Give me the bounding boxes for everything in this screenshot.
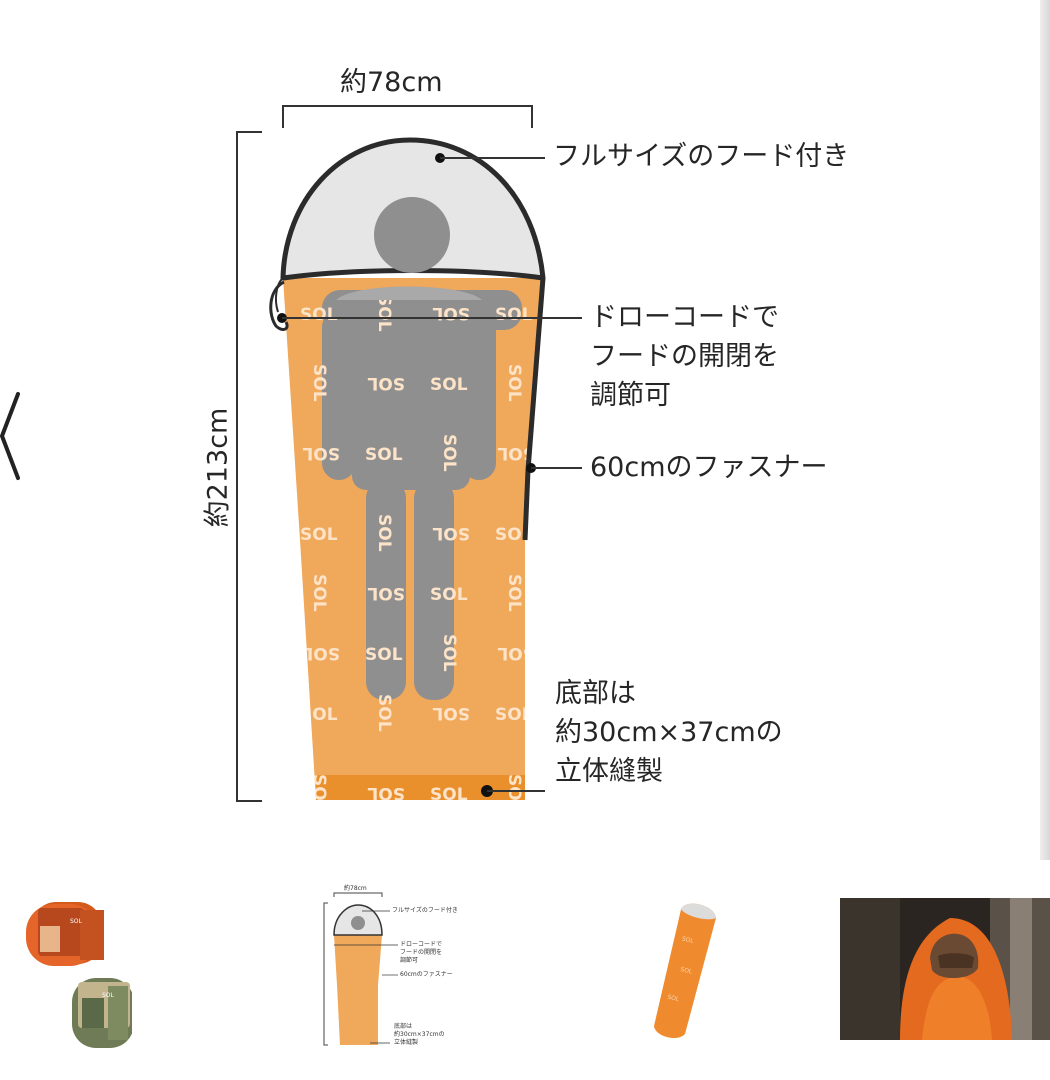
sol-logo-mark: SOL [300,525,338,545]
drawcord-line-2: フードの開閉を [590,341,779,373]
drawcord-line-3: 調節可 [590,380,671,412]
width-dimension-bracket [282,105,533,128]
package-brand-2: SOL [102,992,114,999]
sol-logo-mark: SOL [367,583,405,603]
sol-logo-mark: SOL [309,774,329,812]
sol-logo-mark: SOL [430,785,468,805]
sol-logo-mark: SOL [495,705,533,725]
sol-logo-mark: SOL [504,774,524,812]
thumb-bottom-label: 底部は 約30cm×37cmの 立体縫製 [394,1023,445,1046]
sol-logo-mark: SOL [495,305,533,325]
thumb-bottom-line-3: 立体縫製 [394,1038,419,1046]
thumb-drawcord-line-3: 調節可 [400,956,419,964]
thumbnail-person[interactable] [840,898,1050,1040]
package-brand-1: SOL [70,918,82,925]
hood-shadow [336,286,482,300]
thumbnail-diagram[interactable]: 約78cm フルサイズのフード付き ドローコードで フードの開閉を 調節可 60… [300,885,470,1060]
thumbnail-bag[interactable]: SOL SOL SOL [640,892,730,1052]
zipper-callout-label: 60cmのファスナー [590,452,828,483]
chevron-left-icon [0,392,20,480]
bottom-callout-label: 底部は 約30cm×37cmの 立体縫製 [555,674,783,791]
sol-logo-mark: SOL [504,364,524,402]
sol-logo-mark: SOL [504,574,524,612]
height-dimension-bracket [236,131,262,802]
sol-logo-mark: SOL [432,523,470,543]
hood-callout-label: フルサイズのフード付き [553,141,850,172]
thumbnail-package[interactable]: SOL SOL [22,888,134,1053]
bottom-line-1: 底部は [555,678,636,709]
thumb-bottom-line-1: 底部は [394,1023,413,1030]
sol-logo-mark: SOL [439,634,459,672]
diagram-thumbnail-image [323,892,398,1046]
callout-bottom [481,785,545,797]
callout-drawcord [277,313,582,323]
thumb-width-label: 約78cm [344,885,367,892]
package-image [26,902,134,1048]
prev-image-button[interactable] [0,380,30,490]
sol-logo-mark: SOL [367,783,405,803]
drawcord-loop [274,277,284,313]
sol-logo-mark: SOL [439,434,459,472]
person-photo-image [840,898,1050,1040]
sol-logo-mark: SOL [300,705,338,725]
callout-zipper [526,463,582,473]
sol-logo-mark: SOL [430,375,468,395]
thumb-zipper-label: 60cmのファスナー [400,971,453,978]
thumb-drawcord-line-2: フードの開閉を [400,948,443,956]
bottom-line-3: 立体縫製 [555,756,663,788]
sol-logo-mark: SOL [374,694,394,732]
bag-bottom-band [316,775,525,800]
drawcord-callout-label: ドローコードで フードの開閉を 調節可 [590,298,779,415]
sol-logo-mark: SOL [374,514,394,552]
svg-text:SOL: SOL [667,994,681,1004]
thumb-hood-label: フルサイズのフード付き [392,907,458,914]
sol-logo-mark: SOL [309,574,329,612]
sol-logo-mark: SOL [302,443,340,463]
sol-logo-mark: SOL [432,303,470,323]
sol-logo-mark: SOL [430,585,468,605]
sol-logo-mark: SOL [309,364,329,402]
sol-logo-mark: SOL [365,645,403,665]
bag-photo-image: SOL SOL SOL [653,903,717,1038]
sol-logo-mark: SOL [367,373,405,393]
width-dimension-label: 約78cm [340,67,443,98]
sleeping-bag-diagram: SOL SOL SOL SOL SOL SOL SOL SOL SOL SOL SOL SOL SOL S… [236,105,582,812]
sol-logo-mark: SOL [302,643,340,663]
thumbnail-strip: SOL SOL 約78cm フルサイズのフード付き ドローコードで フードの開閉… [0,880,1050,1070]
bottom-line-2: 約30cm×37cmの [555,717,783,749]
thumb-drawcord-label: ドローコードで フードの開閉を 調節可 [400,941,442,964]
sol-logo-mark: SOL [374,294,394,332]
thumb-drawcord-line-1: ドローコードで [400,941,443,948]
svg-text:SOL: SOL [681,935,695,945]
sol-logo-mark: SOL [365,445,403,465]
svg-text:SOL: SOL [680,966,694,976]
drawcord-line-1: ドローコードで [590,302,779,333]
callout-hood [435,153,545,163]
height-dimension-label: 約213cm [202,407,234,528]
sol-logo-pattern: SOL SOL SOL SOL SOL SOL SOL SOL SOL SOL SOL SOL SOL S… [300,294,535,812]
sol-logo-mark: SOL [300,305,338,325]
drawcord [269,280,289,331]
next-image-edge [1040,0,1050,860]
sol-logo-mark: SOL [497,643,535,663]
thumb-bottom-line-2: 約30cm×37cmの [394,1030,445,1038]
head-icon [374,197,450,273]
main-product-image: SOL SOL SOL SOL SOL SOL SOL SOL SOL SOL SOL SOL SOL S… [202,67,850,812]
sol-logo-mark: SOL [497,443,535,463]
sol-logo-mark: SOL [432,703,470,723]
